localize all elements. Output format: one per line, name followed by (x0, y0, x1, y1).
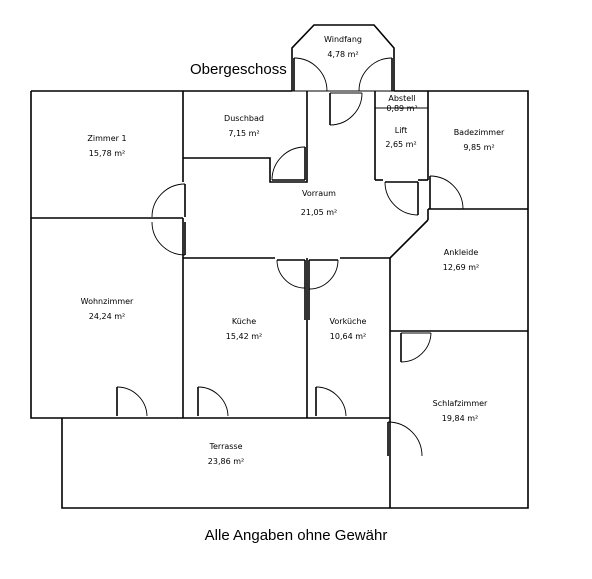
room-abstell-area: 0,89 m² (386, 104, 417, 113)
door-windfang-right (358, 57, 393, 92)
room-schlafzimmer-name: Schlafzimmer (433, 399, 488, 408)
room-vorraum-name: Vorraum (302, 189, 336, 198)
room-lift-area: 2,65 m² (385, 140, 416, 149)
floor-title: Obergeschoss (190, 61, 287, 78)
door-zimmer1 (151, 183, 186, 218)
room-kueche-name: Küche (232, 317, 256, 326)
door-duschbad (271, 146, 306, 181)
windfang-bay (291, 24, 395, 92)
room-ankleide-area: 12,69 m² (443, 263, 479, 272)
room-terrasse-area: 23,86 m² (208, 457, 244, 466)
door-wohnzimmer-terrasse (116, 386, 148, 417)
room-badezimmer-name: Badezimmer (454, 128, 505, 137)
room-lift-name: Lift (395, 126, 408, 135)
footer-note: Alle Angaben ohne Gewähr (205, 527, 388, 544)
room-kueche-area: 15,42 m² (226, 332, 262, 341)
door-kueche-terrasse (197, 386, 229, 417)
door-vorkueche-top (308, 259, 339, 320)
room-duschbad-name: Duschbad (224, 114, 264, 123)
door-vorkueche-terrasse (315, 386, 347, 417)
interior-walls (31, 91, 528, 508)
room-vorkueche-name: Vorküche (330, 317, 367, 326)
room-windfang-name: Windfang (324, 35, 362, 44)
room-badezimmer-area: 9,85 m² (463, 143, 494, 152)
room-zimmer1-area: 15,78 m² (89, 149, 125, 158)
room-abstell-name: Abstell (388, 94, 415, 103)
door-schlafzimmer-top (400, 332, 432, 363)
doors (116, 57, 464, 457)
door-kueche-top (276, 259, 306, 320)
door-badezimmer (429, 175, 464, 210)
room-duschbad-area: 7,15 m² (228, 129, 259, 138)
room-windfang-area: 4,78 m² (327, 50, 358, 59)
room-schlafzimmer-area: 19,84 m² (442, 414, 478, 423)
door-schlafzimmer-terrasse (387, 421, 423, 457)
room-vorkueche-area: 10,64 m² (330, 332, 366, 341)
room-wohnzimmer-area: 24,24 m² (89, 312, 125, 321)
door-windfang-vorraum (329, 92, 363, 126)
room-zimmer1-name: Zimmer 1 (87, 134, 126, 143)
door-lift (384, 181, 419, 216)
room-terrasse-name: Terrasse (208, 442, 242, 451)
room-labels: Windfang 4,78 m² Abstell 0,89 m² Lift 2,… (81, 35, 505, 466)
door-windfang-left (293, 57, 328, 92)
outer-walls (30, 90, 529, 509)
room-vorraum-area: 21,05 m² (301, 208, 337, 217)
room-ankleide-name: Ankleide (444, 248, 479, 257)
room-wohnzimmer-name: Wohnzimmer (81, 297, 134, 306)
door-wohnzimmer (151, 221, 186, 256)
